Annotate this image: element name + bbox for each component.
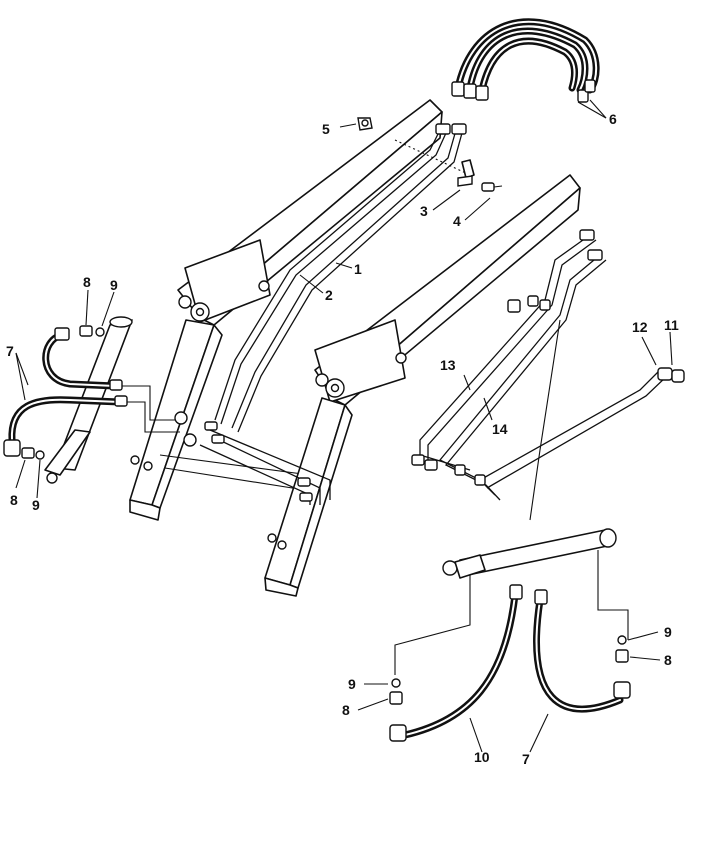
- left-cylinder-assembly: [3, 316, 180, 484]
- callout-9-lower-right: 9: [664, 624, 672, 640]
- lower-cylinder: [394, 319, 629, 675]
- callout-7-bottom: 7: [522, 751, 530, 767]
- hoses-6: [451, 18, 600, 103]
- callout-9-bottom-left: 9: [32, 497, 40, 513]
- callout-3: 3: [420, 203, 428, 219]
- callout-13: 13: [440, 357, 456, 373]
- callout-2: 2: [325, 287, 333, 303]
- callout-6: 6: [609, 111, 617, 127]
- tube-assemblies-13-14: [411, 229, 685, 501]
- callout-1: 1: [354, 261, 362, 277]
- callout-8-lower-right: 8: [664, 652, 672, 668]
- callout-12: 12: [632, 319, 648, 335]
- left-loader-arm: [129, 99, 443, 521]
- callout-8-top-left: 8: [83, 274, 91, 290]
- callout-5: 5: [322, 121, 330, 137]
- clamp-bolt-nut: [357, 117, 503, 192]
- callout-7-left: 7: [6, 343, 14, 359]
- callout-14: 14: [492, 421, 508, 437]
- callout-9-lower-center: 9: [348, 676, 356, 692]
- tube-assemblies-1-2: [174, 123, 467, 505]
- callout-numbers: 1 2 3 4 5 6 7 8 9 8 9 13 14 12 11 9 8 10…: [6, 111, 679, 767]
- hoses-10-7: [389, 584, 631, 742]
- callout-8-bottom-left: 8: [10, 492, 18, 508]
- leader-lines: [15, 99, 673, 753]
- callout-10: 10: [474, 749, 490, 765]
- callout-4: 4: [453, 213, 461, 229]
- callout-11: 11: [664, 317, 679, 333]
- callout-8-lower-center: 8: [342, 702, 350, 718]
- right-loader-arm: [264, 174, 581, 597]
- callout-9-top-left: 9: [110, 277, 118, 293]
